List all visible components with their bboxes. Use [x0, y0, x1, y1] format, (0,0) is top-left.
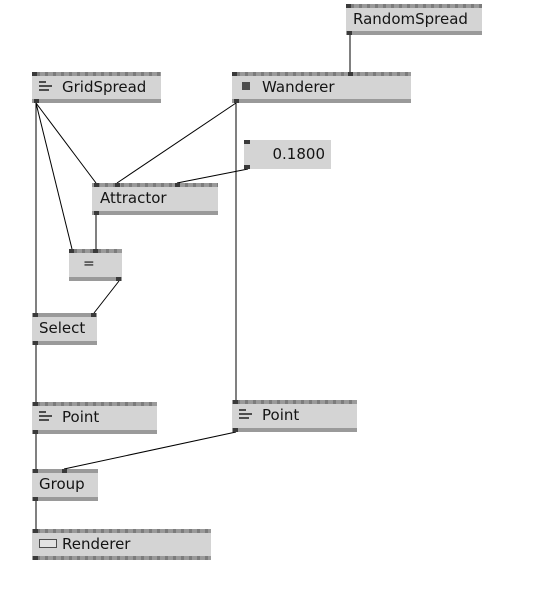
spread-icon: [39, 80, 53, 93]
node-label: Select: [39, 319, 86, 337]
output-pin[interactable]: [234, 99, 239, 103]
output-pin[interactable]: [233, 428, 238, 432]
node-gridspread[interactable]: GridSpread: [32, 72, 161, 103]
input-pin[interactable]: [69, 249, 74, 253]
node-output-bar: [32, 556, 211, 560]
input-pin[interactable]: [33, 402, 38, 406]
input-pin[interactable]: [91, 313, 96, 317]
square-icon: [239, 80, 253, 93]
output-pin[interactable]: [33, 497, 38, 501]
output-pin[interactable]: [347, 31, 352, 35]
link-gridspread-attractor-1[interactable]: [35, 102, 97, 184]
input-pin[interactable]: [32, 72, 37, 76]
node-label: =: [83, 256, 95, 272]
input-pin[interactable]: [93, 249, 98, 253]
node-attractor[interactable]: Attractor: [92, 183, 218, 215]
node-randomspread[interactable]: RandomSpread: [346, 4, 482, 35]
node-label: Point: [262, 406, 300, 424]
output-pin[interactable]: [116, 277, 121, 281]
link-gridspread-equals[interactable]: [35, 102, 73, 250]
node-output-bar: [32, 99, 161, 103]
node-input-bar: [32, 313, 97, 317]
node-input-bar: [232, 400, 357, 404]
node-point-right[interactable]: Point: [232, 400, 357, 432]
output-pin[interactable]: [34, 99, 39, 103]
node-label: Point: [62, 408, 100, 426]
node-label: Renderer: [62, 535, 131, 553]
input-pin[interactable]: [233, 400, 238, 404]
value-box[interactable]: 0.1800: [244, 140, 331, 169]
link-value-attractor[interactable]: [176, 168, 249, 184]
node-group[interactable]: Group: [32, 469, 98, 501]
node-equals[interactable]: =: [69, 249, 122, 281]
node-point-left[interactable]: Point: [32, 402, 157, 434]
node-input-bar: [232, 72, 411, 76]
input-pin[interactable]: [348, 72, 353, 76]
output-pin[interactable]: [33, 341, 38, 345]
node-input-bar: [32, 72, 161, 76]
node-output-bar: [232, 99, 411, 103]
spread-icon: [239, 408, 253, 421]
link-equals-select[interactable]: [93, 280, 120, 314]
node-label: Wanderer: [262, 78, 335, 96]
node-output-bar: [346, 31, 482, 35]
node-output-bar: [32, 430, 157, 434]
input-pin[interactable]: [346, 4, 351, 8]
node-output-bar: [92, 211, 218, 215]
node-input-bar: [32, 402, 157, 406]
node-input-bar: [92, 183, 218, 187]
node-label: Group: [39, 475, 85, 493]
output-pin[interactable]: [244, 165, 250, 169]
output-pin[interactable]: [94, 211, 99, 215]
output-pin[interactable]: [33, 430, 38, 434]
value-text[interactable]: 0.1800: [272, 145, 326, 163]
node-output-bar: [69, 277, 122, 281]
node-label: Attractor: [100, 189, 167, 207]
node-input-bar: [346, 4, 482, 8]
link-wanderer-attractor[interactable]: [116, 102, 237, 184]
input-pin[interactable]: [94, 183, 99, 187]
input-pin[interactable]: [115, 183, 120, 187]
input-pin[interactable]: [33, 313, 38, 317]
output-pin[interactable]: [33, 556, 38, 560]
node-renderer[interactable]: Renderer: [32, 529, 211, 560]
node-output-bar: [232, 428, 357, 432]
node-output-bar: [32, 497, 98, 501]
window-icon: [39, 537, 57, 550]
node-select[interactable]: Select: [32, 313, 97, 345]
input-pin[interactable]: [62, 469, 67, 473]
link-point-right-group[interactable]: [63, 431, 237, 470]
node-output-bar: [32, 341, 97, 345]
input-pin[interactable]: [232, 72, 237, 76]
input-pin[interactable]: [244, 140, 250, 144]
node-input-bar: [32, 529, 211, 533]
input-pin[interactable]: [33, 529, 38, 533]
input-pin[interactable]: [33, 469, 38, 473]
spread-icon: [39, 410, 53, 423]
node-label: GridSpread: [62, 78, 147, 96]
node-wanderer[interactable]: Wanderer: [232, 72, 411, 103]
node-label: RandomSpread: [353, 10, 468, 28]
input-pin[interactable]: [175, 183, 180, 187]
